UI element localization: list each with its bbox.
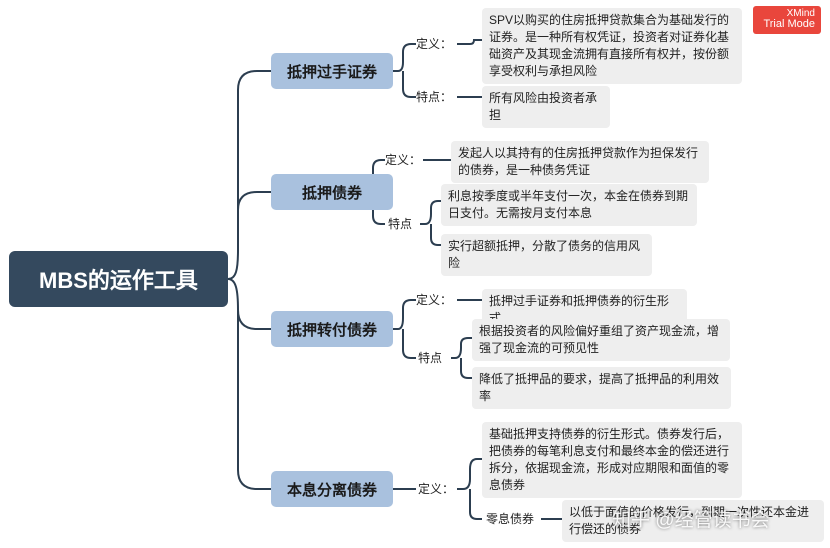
badge-line2: Trial Mode [763,18,815,30]
definition-text[interactable]: SPV以购买的住房抵押贷款集合为基础发行的证券。是一种所有权凭证，投资者对证券化… [482,8,742,84]
branch-title: 抵押转付债券 [286,321,377,339]
feature-label: 特点 [388,217,413,231]
definition-label: 定义： [385,153,422,167]
branch-title: 本息分离债券 [286,481,377,499]
branch-mortgage-bond[interactable]: 抵押债券 [271,174,393,210]
feature-label: 特点 [418,351,443,365]
root-title: MBS的运作工具 [39,268,198,293]
definition-label: 定义： [416,293,453,307]
feature-text[interactable]: 降低了抵押品的要求，提高了抵押品的利用效率 [472,367,731,409]
definition-text[interactable]: 基础抵押支持债券的衍生形式。债券发行后，把债券的每笔利息支付和最终本金的偿还进行… [482,422,742,498]
feature-label: 特点： [416,90,453,104]
definition-text[interactable]: 发起人以其持有的住房抵押贷款作为担保发行的债券，是一种债务凭证 [451,141,709,183]
feature-text[interactable]: 所有风险由投资者承担 [482,86,610,128]
feature-text[interactable]: 利息按季度或半年支付一次，本金在债券到期日支付。无需按月支付本息 [441,184,697,226]
badge-line1: XMind [786,8,815,19]
xmind-trial-badge: XMind Trial Mode [753,6,821,34]
branch-title: 抵押过手证券 [286,63,377,81]
feature-text[interactable]: 实行超额抵押，分散了债务的信用风险 [441,234,652,276]
root-topic[interactable]: MBS的运作工具 [9,251,228,307]
feature-text[interactable]: 根据投资者的风险偏好重组了资产现金流，增强了现金流的可预见性 [472,319,730,361]
branch-mortgage-pass-through[interactable]: 抵押过手证券 [271,53,393,89]
zhihu-watermark: 知乎 @经管读书会 [612,510,770,531]
definition-label: 定义： [416,37,453,51]
branch-strips[interactable]: 本息分离债券 [271,471,393,507]
branch-title: 抵押债券 [301,184,362,202]
zero-coupon-label: 零息债券 [486,512,535,526]
branch-pay-through-bond[interactable]: 抵押转付债券 [271,311,393,347]
definition-label: 定义： [418,482,455,496]
zero-coupon-text[interactable]: 以低于面值的价格发行，到期一次性还本金进行偿还的债券 [562,500,824,542]
